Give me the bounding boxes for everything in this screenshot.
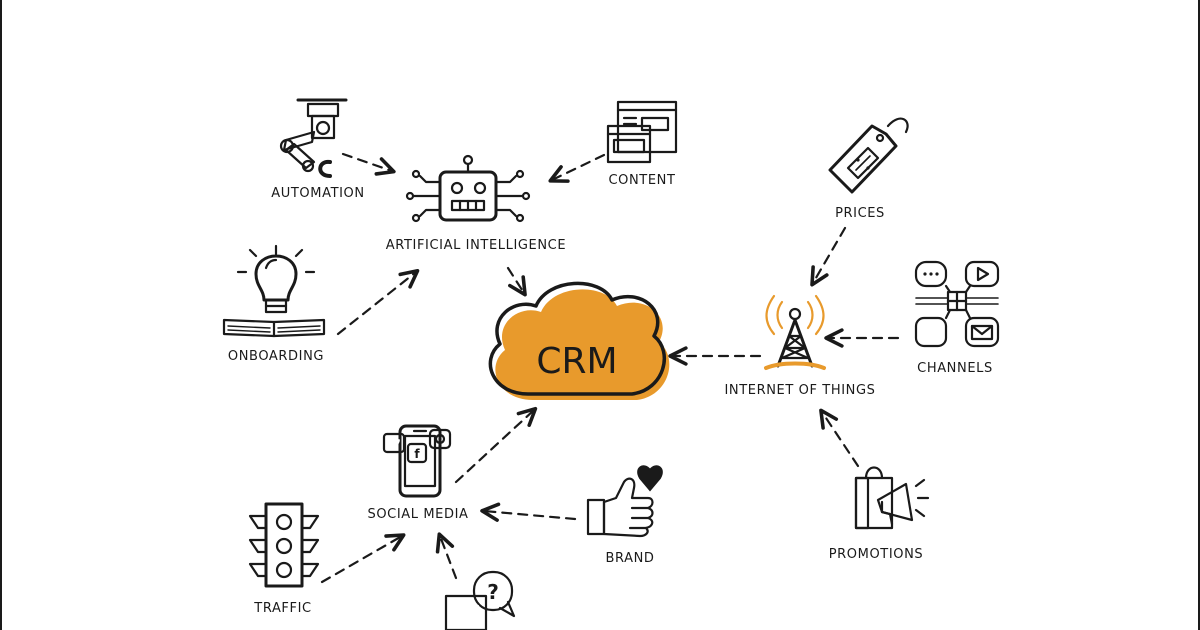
channels-network-icon	[914, 260, 1000, 348]
social-node: f SOCIAL MEDIA	[367, 424, 468, 522]
shopping-bag-megaphone-icon	[854, 466, 930, 530]
content-label: CONTENT	[608, 173, 675, 188]
price-tag-icon	[828, 117, 909, 194]
prices-node: PRICES	[828, 117, 909, 221]
promotions-node: PROMOTIONS	[829, 466, 930, 562]
content-node: CONTENT	[606, 100, 678, 188]
arrow-promotions-to-iot	[819, 408, 860, 468]
arrow-onboarding-to-ai	[336, 268, 420, 336]
automation-label: AUTOMATION	[271, 186, 364, 201]
cloud-icon	[488, 281, 670, 400]
automation-node: AUTOMATION	[271, 98, 364, 201]
arrow-prices-to-iot	[810, 226, 847, 287]
traffic-label: TRAFFIC	[253, 601, 311, 616]
connectors	[320, 152, 900, 584]
arrow-traffic-to-social	[320, 533, 406, 584]
iot-label: INTERNET OF THINGS	[724, 383, 875, 398]
onboarding-label: ONBOARDING	[228, 349, 324, 364]
support-node: ?	[444, 570, 516, 630]
antenna-tower-icon	[764, 294, 826, 370]
arrow-social-to-crm	[454, 406, 538, 484]
arrow-content-to-ai	[548, 153, 606, 183]
browser-windows-icon	[606, 100, 678, 164]
crm-label: CRM	[536, 341, 617, 382]
brand-label: BRAND	[605, 551, 654, 566]
promotions-label: PROMOTIONS	[829, 547, 924, 562]
lightbulb-book-icon	[222, 244, 326, 338]
ai-label: ARTIFICIAL INTELLIGENCE	[386, 238, 566, 253]
social-label: SOCIAL MEDIA	[367, 507, 468, 522]
arrow-support-to-social	[435, 532, 458, 580]
smartphone-social-icon: f	[382, 424, 452, 498]
brand-node: BRAND	[586, 465, 663, 566]
svg-text:?: ?	[487, 580, 499, 604]
arrow-brand-to-social	[480, 502, 577, 522]
svg-text:f: f	[414, 447, 420, 461]
onboarding-node: ONBOARDING	[222, 244, 326, 364]
arrow-automation-to-ai	[341, 152, 396, 176]
arrow-ai-to-crm	[506, 266, 527, 297]
channels-label: CHANNELS	[917, 361, 993, 376]
robot-arm-icon	[279, 98, 348, 178]
question-chat-icon: ?	[444, 570, 516, 630]
iot-node: INTERNET OF THINGS	[724, 294, 875, 398]
channels-node: CHANNELS	[914, 260, 1000, 376]
traffic-node: TRAFFIC	[248, 502, 320, 616]
ai-node: ARTIFICIAL INTELLIGENCE	[386, 154, 566, 253]
traffic-light-icon	[248, 502, 320, 588]
robot-head-icon	[405, 154, 531, 223]
crm-node: CRM	[488, 281, 670, 400]
thumbs-up-heart-icon	[586, 465, 663, 538]
prices-label: PRICES	[835, 206, 885, 221]
